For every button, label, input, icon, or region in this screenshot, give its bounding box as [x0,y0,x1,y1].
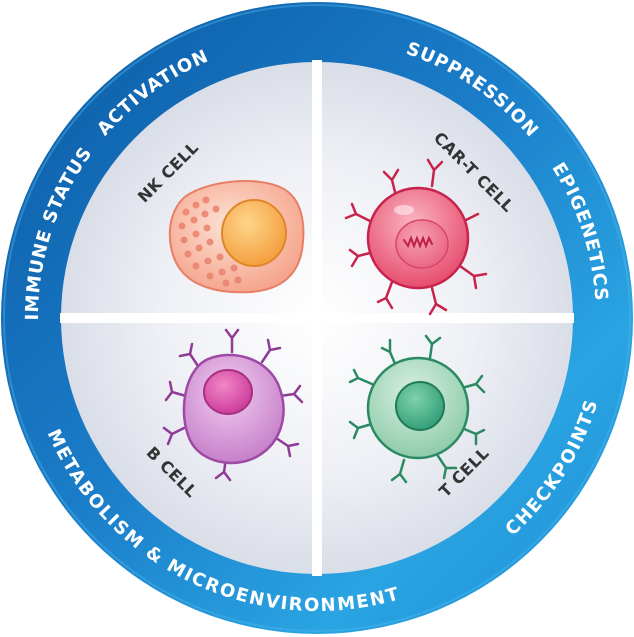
nk-cell-icon [168,180,305,294]
car-t-cell-icon [344,158,488,316]
t-cell-icon [348,334,486,484]
b-cell-icon [162,328,304,482]
horizontal-divider [60,313,574,323]
